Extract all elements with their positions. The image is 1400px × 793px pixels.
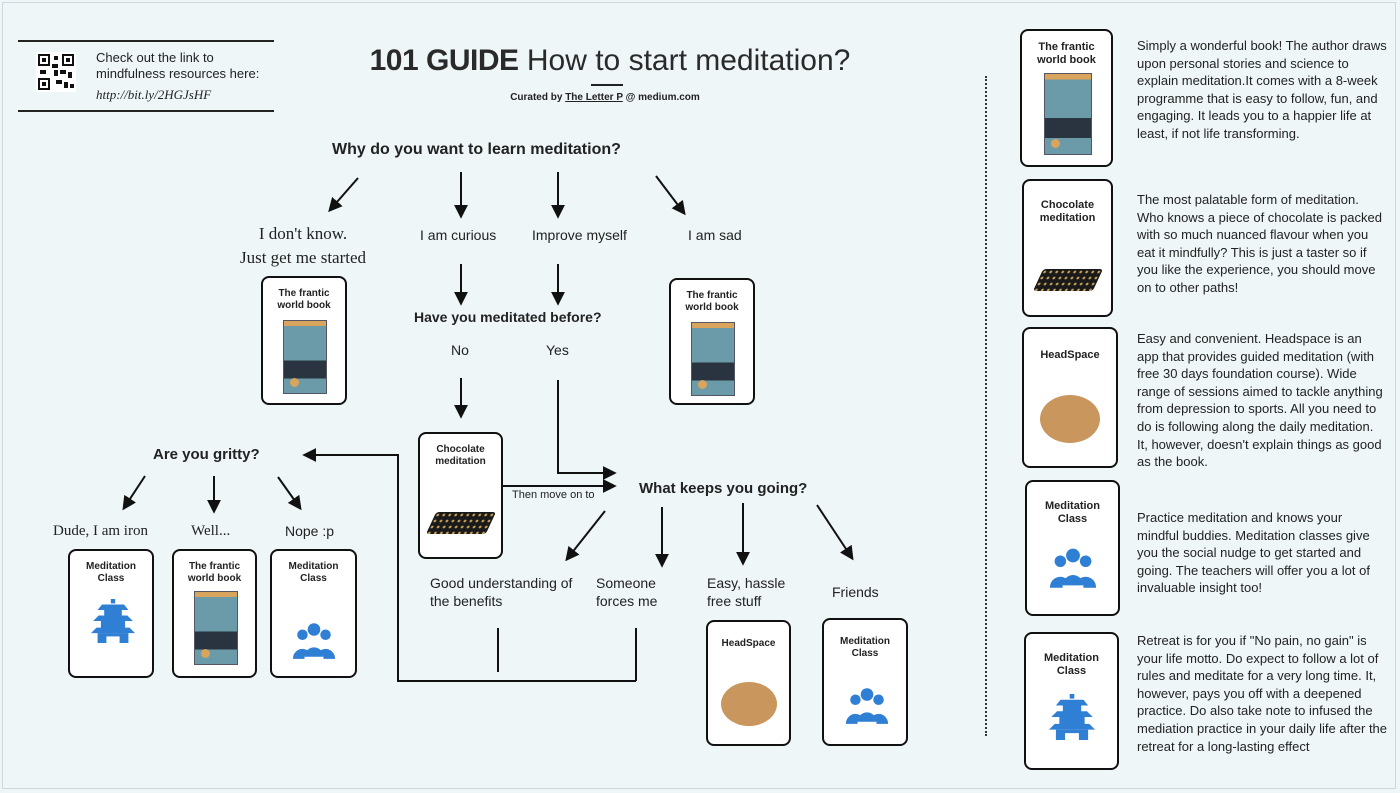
- group-people-icon: [1050, 548, 1096, 588]
- curated-suffix: @ medium.com: [625, 92, 700, 103]
- option-yes[interactable]: Yes: [546, 342, 569, 358]
- page-title: 101 GUIDE How to start meditation?: [330, 44, 890, 78]
- option-nope[interactable]: Nope :p: [285, 523, 335, 539]
- headspace-logo-icon: [1040, 395, 1100, 443]
- section-divider: [985, 76, 987, 736]
- headspace-logo-icon: [720, 682, 777, 726]
- option-forces-me[interactable]: Someone forces me: [596, 574, 657, 610]
- option-dont-know[interactable]: I don't know. Just get me started: [228, 222, 378, 270]
- description-meditation-retreat: Retreat is for you if "No pain, no gain"…: [1137, 633, 1388, 754]
- option-benefits-line1: Good understanding of: [430, 575, 573, 591]
- option-easy-line1: Easy, hassle: [707, 575, 786, 591]
- option-forces-line2: forces me: [596, 593, 658, 609]
- temple-icon: [91, 599, 135, 643]
- question-why-learn: Why do you want to learn meditation?: [332, 141, 621, 158]
- curated-by: Curated by The Letter P @ medium.com: [430, 92, 780, 103]
- title-rest: How to start meditation?: [526, 44, 851, 77]
- option-dont-know-line1: I don't know.: [258, 224, 348, 243]
- card-label: HeadSpace: [1040, 349, 1100, 361]
- resource-link[interactable]: http://bit.ly/2HGJsHF: [96, 87, 212, 102]
- option-no[interactable]: No: [451, 342, 469, 358]
- curated-prefix: Curated by: [510, 92, 563, 103]
- option-easy-line2: free stuff: [707, 593, 762, 609]
- option-forces-line1: Someone: [596, 575, 656, 591]
- group-people-icon: [293, 623, 335, 659]
- option-improve-myself[interactable]: Improve myself: [532, 227, 627, 243]
- group-people-icon: [846, 688, 888, 724]
- option-iron[interactable]: Dude, I am iron: [53, 523, 148, 539]
- qr-code-icon[interactable]: [36, 52, 76, 92]
- option-benefits-line2: the benefits: [430, 593, 503, 609]
- option-curious[interactable]: I am curious: [420, 227, 497, 243]
- option-easy[interactable]: Easy, hassle free stuff: [707, 574, 785, 610]
- description-frantic-world-book: Simply a wonderful book! The author draw…: [1137, 38, 1387, 141]
- option-friends[interactable]: Friends: [832, 584, 879, 600]
- chocolate-icon: [425, 512, 496, 534]
- chocolate-icon: [1032, 269, 1103, 291]
- sidebar-card-headspace[interactable]: HeadSpace: [1022, 327, 1118, 468]
- option-benefits[interactable]: Good understanding of the benefits: [430, 574, 572, 610]
- title-bold: 101 GUIDE: [369, 44, 519, 77]
- option-sad[interactable]: I am sad: [688, 227, 742, 243]
- option-dont-know-line2: Just get me started: [239, 248, 367, 267]
- book-cover-icon: [691, 322, 735, 396]
- temple-icon: [1049, 694, 1095, 740]
- book-cover-icon: [1043, 73, 1092, 155]
- description-chocolate-meditation: The most palatable form of meditation. W…: [1137, 192, 1382, 295]
- card-label: HeadSpace: [721, 638, 776, 649]
- question-gritty: Are you gritty?: [153, 446, 260, 463]
- question-meditated-before: Have you meditated before?: [414, 309, 602, 325]
- title-underline: [591, 84, 623, 86]
- description-headspace: Easy and convenient. Headspace is an app…: [1137, 331, 1383, 470]
- option-well[interactable]: Well...: [191, 523, 231, 539]
- book-cover-icon: [283, 320, 327, 394]
- description-meditation-class: Practice meditation and knows your mindf…: [1137, 510, 1370, 596]
- card-headspace[interactable]: HeadSpace: [706, 620, 791, 746]
- book-cover-icon: [193, 591, 238, 665]
- then-move-on-label: Then move on to: [512, 489, 595, 501]
- qr-box: [18, 40, 274, 112]
- question-what-keeps-going: What keeps you going?: [639, 480, 808, 497]
- qr-caption: Check out the link to mindfulness resour…: [96, 50, 260, 81]
- curated-author-link[interactable]: The Letter P: [565, 92, 623, 103]
